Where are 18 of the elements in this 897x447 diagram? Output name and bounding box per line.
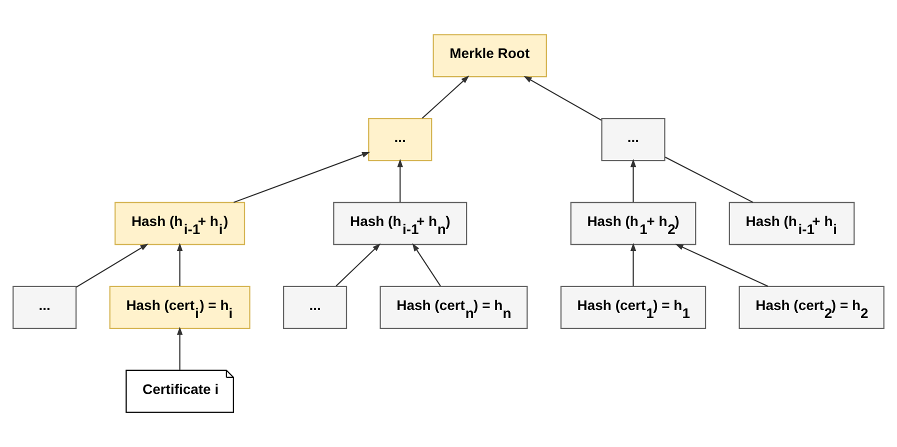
- arrow: [397, 158, 403, 202]
- arrow: [524, 76, 602, 121]
- arrow: [422, 76, 470, 119]
- arrow: [675, 244, 768, 287]
- node-box: ...: [12, 286, 77, 329]
- arrow: [412, 243, 441, 286]
- node-box: ...: [282, 286, 348, 329]
- arrow: [336, 243, 381, 287]
- arrow: [176, 326, 183, 370]
- node-box: ...: [601, 118, 666, 162]
- node-box: ...: [368, 118, 432, 162]
- arrow: [76, 244, 148, 288]
- arrow: [234, 152, 370, 203]
- arrow: [630, 158, 636, 202]
- arrow: [176, 242, 183, 286]
- node-box: Merkle Root: [432, 34, 547, 78]
- arrow: [630, 242, 636, 286]
- connector: [664, 156, 754, 203]
